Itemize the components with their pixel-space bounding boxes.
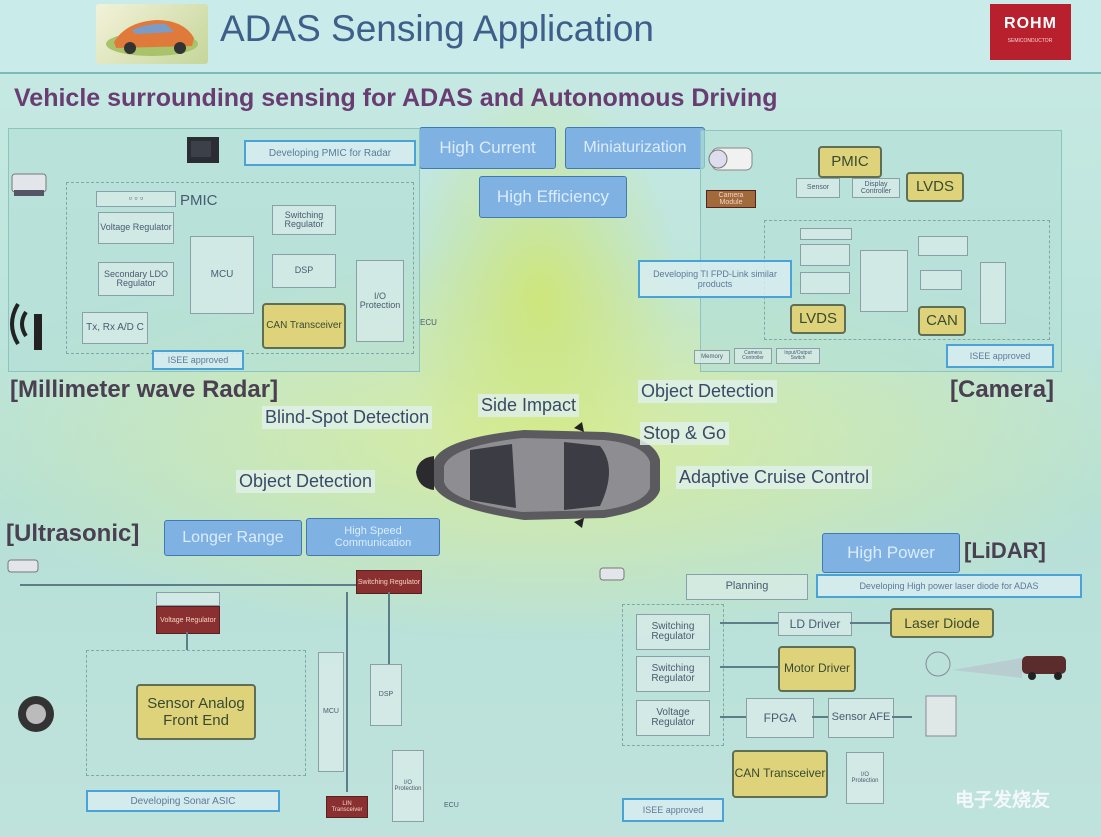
radar-secondary-ldo: Secondary LDO Regulator: [98, 262, 174, 296]
lidar-fpga: FPGA: [746, 698, 814, 738]
radar-voltage-regulator: Voltage Regulator: [98, 212, 174, 244]
camera-controller: Camera Controller: [734, 348, 772, 364]
ultrasonic-section-label: [Ultrasonic]: [6, 520, 140, 547]
tag-high-power: High Power: [822, 533, 960, 573]
ultrasonic-connector-1: [346, 592, 348, 792]
camera-dsp: [920, 270, 962, 290]
lidar-power-outline: [622, 604, 724, 746]
radar-mcu: MCU: [190, 236, 254, 314]
camera-small-icons: [800, 228, 852, 240]
lidar-voltage-regulator: Voltage Regulator: [636, 700, 710, 736]
lidar-motor-driver: Motor Driver: [778, 646, 856, 692]
rohm-logo: ROHM: [990, 4, 1071, 60]
ultrasonic-sensor-icon: [6, 554, 40, 582]
ultrasonic-mcu: MCU: [318, 652, 344, 772]
camera-io-switch: Input/Output Switch: [776, 348, 820, 364]
radar-dsp: DSP: [272, 254, 336, 288]
label-blind-spot: Blind-Spot Detection: [262, 406, 433, 429]
camera-lvds-top: LVDS: [906, 172, 964, 202]
camera-can: CAN: [918, 306, 966, 336]
lidar-connector-2: [850, 622, 890, 624]
tag-longer-range: Longer Range: [164, 520, 302, 556]
camera-memory: Memory: [694, 350, 730, 364]
tag-high-speed-communication: High Speed Communication: [306, 518, 440, 556]
lidar-connector-1: [720, 622, 778, 624]
camera-lvds-bottom: LVDS: [790, 304, 846, 334]
lidar-note-laser-diode: Developing High power laser diode for AD…: [816, 574, 1082, 598]
radar-section-label: [Millimeter wave Radar]: [10, 376, 279, 403]
lidar-switching-regulator-1: Switching Regulator: [636, 614, 710, 650]
radar-ecu-label: ECU: [420, 318, 437, 327]
ultrasonic-lin-transceiver: LIN Transceiver: [326, 796, 368, 818]
page-title: ADAS Sensing Application: [220, 8, 654, 49]
tag-high-efficiency: High Efficiency: [479, 176, 627, 218]
ultrasonic-small-icons: [156, 592, 220, 606]
camera-display-controller: Display Controller: [852, 178, 900, 198]
lidar-sensor-afe: Sensor AFE: [828, 698, 894, 738]
car-thumbnail-image: [96, 4, 208, 64]
slide-subtitle: Vehicle surrounding sensing for ADAS and…: [14, 84, 778, 112]
label-side-impact: Side Impact: [478, 394, 580, 417]
camera-pmic: PMIC: [818, 146, 882, 178]
ultrasonic-transducer-icon: [14, 690, 64, 740]
ultrasonic-io-protection: I/O Protection: [392, 750, 424, 822]
ultrasonic-note-sonar-asic: Developing Sonar ASIC: [86, 790, 280, 812]
car-illustration: [404, 420, 666, 530]
camera-io-protection: [980, 262, 1006, 324]
radar-note-pmic: Developing PMIC for Radar: [244, 140, 416, 166]
camera-note-fpdlink: Developing TI FPD-Link similar products: [638, 260, 792, 298]
ultrasonic-voltage-regulator: Voltage Regulator: [156, 606, 220, 634]
radar-can-transceiver: CAN Transceiver: [262, 303, 346, 349]
lidar-section-label: [LiDAR]: [964, 538, 1046, 563]
ultrasonic-bus-line: [20, 584, 360, 586]
camera-voltage-regulator: [800, 244, 850, 266]
lidar-can-transceiver: CAN Transceiver: [732, 750, 828, 798]
lidar-planning: Planning: [686, 574, 808, 600]
label-adaptive-cruise-control: Adaptive Cruise Control: [676, 466, 873, 489]
radar-txrx-adc: Tx, Rx A/D C: [82, 312, 148, 344]
lidar-connector-5: [812, 716, 828, 718]
camera-sensor: Sensor: [796, 178, 840, 198]
label-stop-go: Stop & Go: [640, 422, 730, 445]
radar-module-icon: [183, 131, 225, 171]
lidar-ld-driver: LD Driver: [778, 612, 852, 636]
ultrasonic-afe-outline: [86, 650, 306, 776]
camera-module-box: Camera Module: [706, 190, 756, 208]
radar-small-icons: ▫ ▫ ▫: [96, 191, 176, 207]
radar-switching-regulator: Switching Regulator: [272, 205, 336, 235]
lidar-sensor-icon: [598, 562, 628, 588]
camera-mcu: [860, 250, 908, 312]
camera-ldo-regulator: [800, 272, 850, 294]
lidar-connector-4: [720, 716, 746, 718]
ultrasonic-connector-2: [388, 592, 390, 664]
radar-note-approved: ISEE approved: [152, 350, 244, 370]
lidar-scanner-illustration: [912, 640, 1072, 740]
radar-pmic-label: PMIC: [180, 192, 218, 209]
ultrasonic-sensor-afe: Sensor Analog Front End: [136, 684, 256, 740]
lidar-note-approved: ISEE approved: [622, 798, 724, 822]
ultrasonic-connector-3: [186, 632, 188, 650]
lidar-connector-3: [720, 666, 778, 668]
tag-high-current: High Current: [419, 127, 556, 169]
ultrasonic-switching-regulator: Switching Regulator: [356, 570, 422, 594]
lidar-io-protection: I/O Protection: [846, 752, 884, 804]
lidar-laser-diode: Laser Diode: [890, 608, 994, 638]
lidar-connector-6: [892, 716, 912, 718]
ultrasonic-dsp: DSP: [370, 664, 402, 726]
ultrasonic-ecu-label: ECU: [444, 802, 459, 809]
rohm-logo-subtext: SEMICONDUCTOR: [1007, 38, 1053, 44]
watermark-logo: 电子发烧友: [955, 790, 1051, 811]
camera-section-label: [Camera]: [950, 376, 1055, 403]
radar-io-protection-label: I/O Protection: [359, 290, 401, 310]
radar-sensor-icon: [10, 166, 48, 200]
label-object-detection-left: Object Detection: [236, 470, 376, 493]
radar-io-protection: I/O Protection: [356, 260, 404, 342]
tag-miniaturization: Miniaturization: [565, 127, 705, 169]
lidar-switching-regulator-2: Switching Regulator: [636, 656, 710, 692]
camera-note-approved: ISEE approved: [946, 344, 1054, 368]
camera-switching-regulator: [918, 236, 968, 256]
radar-antenna-icon: [4, 294, 50, 354]
label-object-detection-right: Object Detection: [638, 380, 778, 403]
camera-icon: [704, 140, 758, 182]
